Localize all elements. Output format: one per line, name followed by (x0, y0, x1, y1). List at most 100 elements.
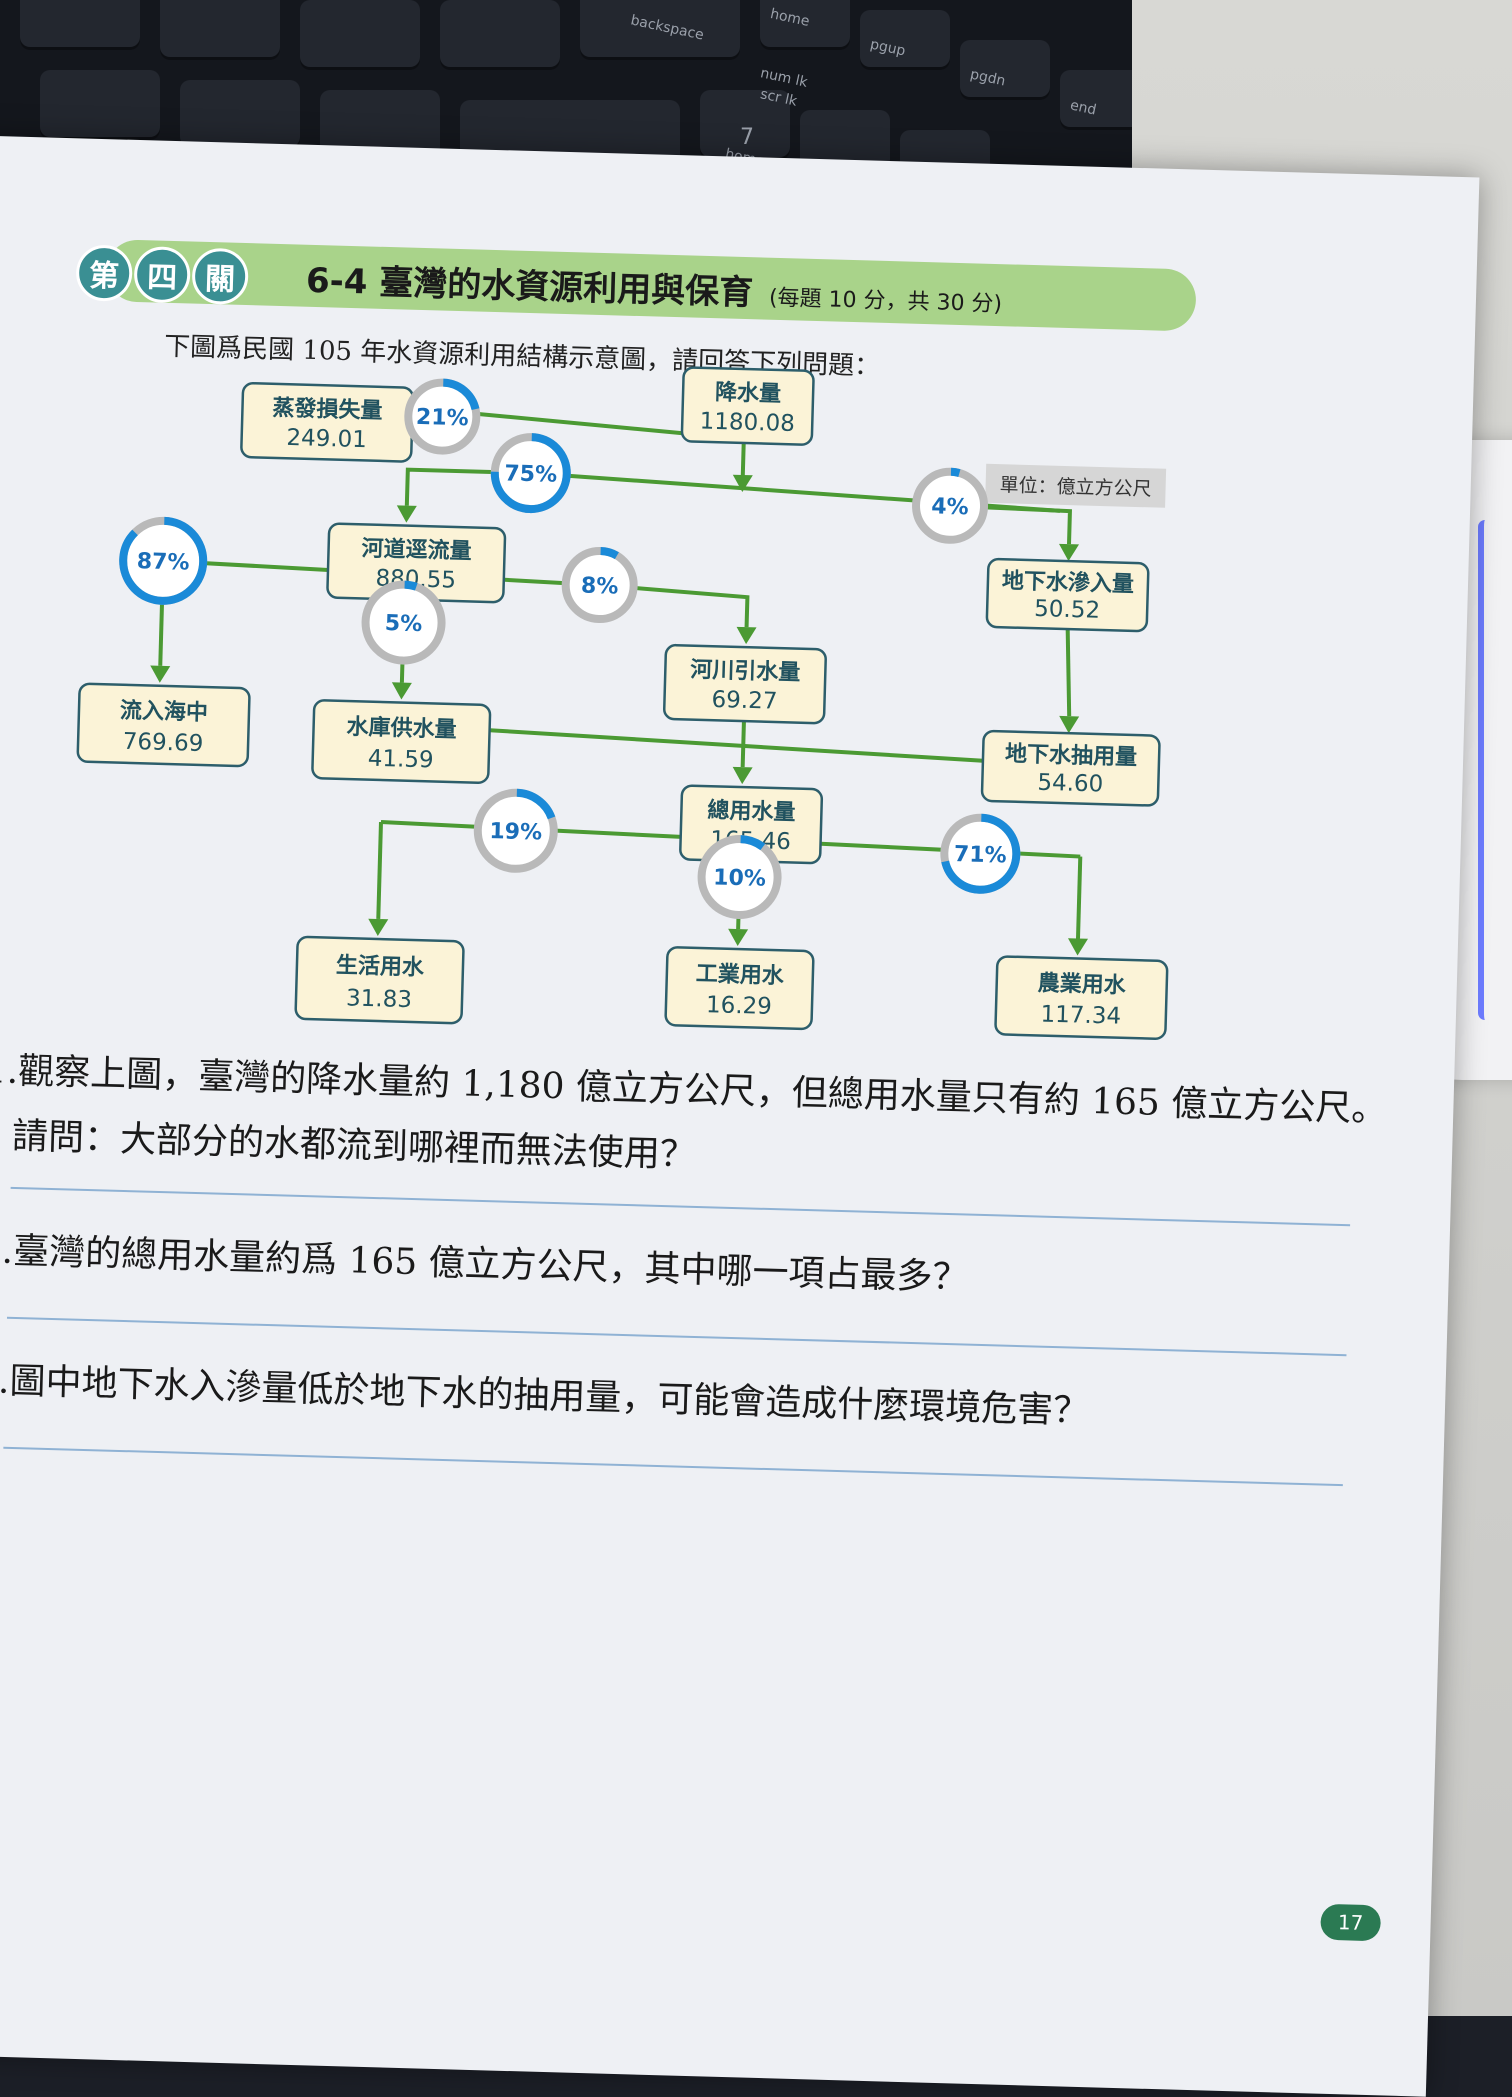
flow-to-domestic (376, 821, 383, 920)
node-value: 117.34 (1040, 1001, 1121, 1029)
backspace-key[interactable] (580, 0, 740, 60)
node-value: 1180.08 (699, 408, 795, 437)
ring-fill (697, 835, 782, 920)
node-value: 50.52 (1034, 596, 1101, 624)
home-key[interactable] (760, 0, 850, 50)
arrow-to-sea (150, 665, 171, 683)
node-value: 31.83 (346, 985, 413, 1013)
node-box (294, 935, 465, 1025)
node-value: 249.01 (286, 425, 367, 453)
node-agricultural: 農業用水 117.34 (994, 955, 1169, 1040)
percent-ring-4: 4% (912, 467, 989, 544)
percent-ring-21: 21% (404, 378, 481, 455)
flow-split-to-runoff (404, 467, 1061, 513)
key[interactable] (300, 0, 420, 70)
node-label: 地下水滲入量 (1002, 569, 1135, 598)
percent-label: 5% (384, 611, 422, 637)
node-label: 農業用水 (1037, 971, 1127, 998)
question-number: 1. (0, 1050, 19, 1092)
ring-fill (912, 467, 989, 544)
num7-key[interactable] (700, 90, 790, 160)
page-number: 17 (1320, 1903, 1382, 1942)
node-reservoir: 水庫供水量 41.59 (311, 699, 492, 784)
flow-reservoir-to-groundwater (483, 727, 984, 763)
percent-label: 21% (416, 405, 469, 431)
ring-fill (361, 580, 446, 665)
node-box (985, 557, 1150, 633)
node-value: 769.69 (123, 729, 204, 757)
arrow-agricultural (1068, 938, 1088, 956)
question-text: 圖中地下水入滲量低於地下水的抽用量，可能會造成什麼環境危害？ (9, 1360, 1090, 1433)
node-box (994, 955, 1169, 1040)
key[interactable] (160, 0, 280, 60)
node-box (680, 366, 815, 446)
ring-fill (940, 813, 1021, 894)
arrow-runoff (396, 505, 417, 523)
node-label: 地下水抽用量 (1005, 742, 1138, 771)
node-label: 總用水量 (707, 797, 796, 825)
ring-fill (473, 788, 558, 873)
arrow-reservoir (391, 682, 412, 700)
node-label: 蒸發損失量 (272, 396, 383, 424)
percent-label: 8% (581, 574, 619, 600)
node-label: 河川引水量 (690, 658, 801, 686)
node-label: 工業用水 (696, 962, 786, 989)
percent-ring-71: 71% (940, 813, 1021, 894)
node-value: 16.29 (706, 992, 773, 1020)
arrow-industrial (728, 928, 749, 947)
node-label: 生活用水 (336, 953, 426, 980)
node-industrial: 工業用水 16.29 (664, 946, 815, 1031)
pgup-key[interactable] (860, 10, 950, 70)
arrow-total-use (732, 766, 753, 785)
percent-ring-5: 5% (361, 580, 446, 665)
ring-fill (119, 516, 208, 605)
arrow-domestic (368, 918, 389, 936)
answer-line-3[interactable] (3, 1446, 1343, 1487)
percent-label: 10% (713, 865, 766, 891)
key[interactable] (20, 0, 140, 50)
percent-label: 75% (504, 461, 557, 487)
mouse-light-strip (1478, 520, 1492, 1020)
node-label: 水庫供水量 (346, 714, 457, 743)
percent-label: 71% (954, 842, 1007, 868)
percent-ring-87: 87% (119, 516, 208, 605)
ring-fill (490, 433, 571, 514)
flow-to-agricultural (1076, 856, 1083, 939)
percent-ring-75: 75% (490, 433, 571, 514)
workbook-page: 第 四 關 6-4 臺灣的水資源利用與保育(每題 10 分，共 30 分) 下圖… (0, 135, 1480, 2097)
percent-ring-10: 10% (697, 835, 782, 920)
node-box (662, 643, 827, 725)
answer-line-2[interactable] (6, 1316, 1347, 1357)
node-box (76, 682, 251, 768)
percent-label: 4% (931, 494, 969, 520)
node-value: 69.27 (711, 687, 778, 715)
node-value: 41.59 (367, 746, 434, 774)
percent-ring-8: 8% (561, 547, 638, 624)
node-label: 流入海中 (120, 697, 209, 725)
percent-label: 87% (136, 549, 189, 575)
node-label: 河道逕流量 (361, 535, 472, 564)
arrow-groundwater-out (1059, 715, 1080, 734)
keycap-label: 7 (740, 125, 754, 150)
node-value: 54.60 (1037, 770, 1104, 798)
ring-fill (404, 378, 481, 455)
arrow-groundwater-in (1059, 543, 1080, 562)
node-box (980, 729, 1161, 807)
node-domestic: 生活用水 31.83 (294, 935, 465, 1025)
percent-label: 19% (489, 819, 542, 845)
key[interactable] (40, 70, 160, 140)
key[interactable] (180, 80, 300, 150)
key[interactable] (440, 0, 560, 70)
node-box (664, 946, 815, 1031)
arrow-precip-down (732, 474, 753, 492)
pgdn-key[interactable] (960, 40, 1050, 100)
node-to-sea: 流入海中 769.69 (76, 682, 251, 768)
question-3: 3.圖中地下水入滲量低於地下水的抽用量，可能會造成什麼環境危害？ (0, 1351, 1090, 1434)
